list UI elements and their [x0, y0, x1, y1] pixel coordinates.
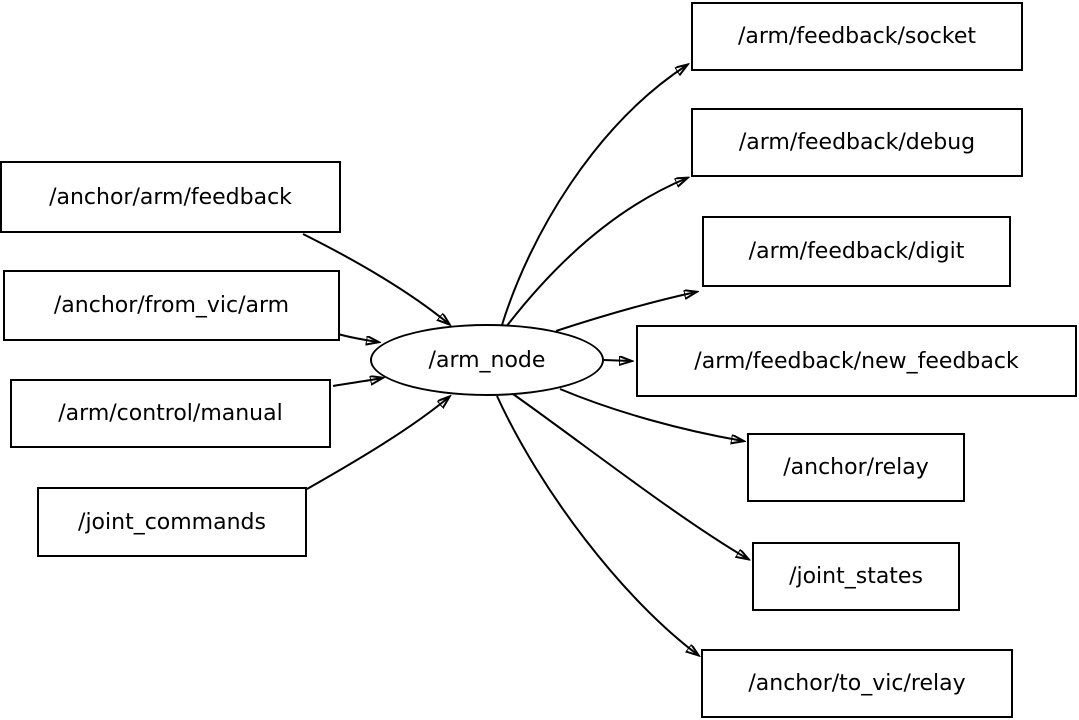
topic-label: /arm/control/manual [58, 401, 283, 426]
edge-arm-node-to-anchor-to-vic-relay [496, 395, 698, 655]
topic-label: /arm/feedback/digit [748, 239, 965, 264]
topic-label: /anchor/to_vic/relay [748, 671, 966, 696]
topic-label: /anchor/arm/feedback [49, 184, 292, 210]
center-node-label: /arm_node [428, 347, 546, 373]
topic-node-arm-control-manual: /arm/control/manual [10, 379, 331, 448]
edge-arm-node-to-anchor-relay [559, 388, 743, 441]
topic-label: /joint_commands [78, 509, 266, 535]
topic-label: /arm/feedback/new_feedback [694, 348, 1019, 374]
topic-label: /anchor/relay [783, 455, 929, 480]
topic-node-arm-feedback-debug: /arm/feedback/debug [691, 108, 1023, 177]
edge-arm-control-manual-to-arm-node [332, 378, 382, 387]
topic-node-anchor-relay: /anchor/relay [747, 433, 965, 502]
edge-arm-node-to-arm-feedback-new-feedback [603, 360, 631, 361]
topic-label: /arm/feedback/debug [738, 130, 976, 155]
edge-joint-commands-to-arm-node [306, 397, 449, 490]
center-node-arm-node: /arm_node [370, 324, 604, 396]
topic-node-arm-feedback-new-feedback: /arm/feedback/new_feedback [636, 325, 1077, 397]
topic-node-arm-feedback-socket: /arm/feedback/socket [691, 2, 1023, 71]
topic-label: /joint_states [789, 564, 923, 589]
topic-node-anchor-arm-feedback: /anchor/arm/feedback [0, 161, 341, 233]
topic-node-arm-feedback-digit: /arm/feedback/digit [702, 216, 1011, 287]
edge-arm-node-to-arm-feedback-digit [555, 292, 696, 332]
edge-arm-node-to-joint-states [512, 393, 748, 559]
topic-label: /anchor/from_vic/arm [53, 293, 290, 318]
edge-anchor-from-vic-arm-to-arm-node [337, 333, 378, 342]
topic-node-anchor-to-vic-relay: /anchor/to_vic/relay [701, 649, 1013, 718]
topic-label: /arm/feedback/socket [737, 24, 976, 49]
edge-anchor-arm-feedback-to-arm-node [302, 233, 449, 324]
edge-arm-node-to-arm-feedback-debug [505, 178, 687, 328]
topic-node-joint-commands: /joint_commands [37, 487, 307, 557]
topic-node-joint-states: /joint_states [752, 542, 960, 611]
topic-node-anchor-from-vic-arm: /anchor/from_vic/arm [3, 270, 340, 341]
edge-arm-node-to-arm-feedback-socket [501, 65, 687, 326]
